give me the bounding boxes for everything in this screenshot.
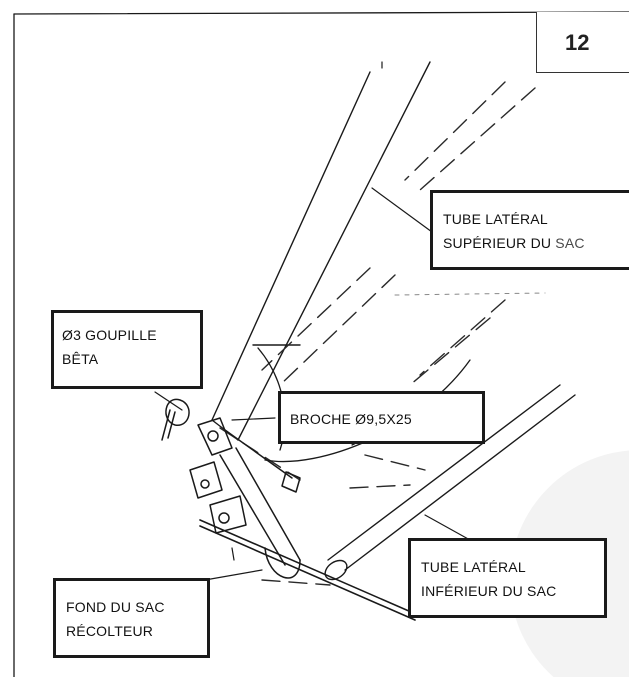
label-text: SAC (555, 235, 585, 251)
label-line: BÊTA (62, 351, 99, 367)
page-frame (13, 11, 629, 677)
figure-number: 12 (536, 12, 629, 73)
hinge-bracket (189, 417, 301, 579)
label-line: RÉCOLTEUR (66, 623, 154, 639)
label-beta-pin: Ø3 GOUPILLE BÊTA (51, 310, 203, 389)
label-text: SUPÉRIEUR DU (443, 235, 556, 251)
label-line: SUPÉRIEUR DU SAC (443, 231, 629, 255)
ref-line (394, 292, 546, 296)
upper-side-tube (211, 61, 431, 441)
lower-side-tube (324, 384, 576, 581)
tick-marks (231, 61, 383, 561)
label-lower-side-tube: TUBE LATÉRAL INFÉRIEUR DU SAC (408, 538, 607, 618)
label-line: FOND DU SAC (66, 599, 165, 615)
leader-lines (154, 187, 471, 581)
label-line: Ø3 GOUPILLE (62, 327, 157, 343)
label-line: TUBE LATÉRAL (421, 559, 526, 575)
label-bag-bottom: FOND DU SAC RÉCOLTEUR (53, 578, 210, 658)
pin (224, 429, 301, 493)
bag-bottom (199, 519, 419, 621)
label-upper-side-tube: TUBE LATÉRAL SUPÉRIEUR DU SAC (430, 190, 629, 270)
label-line: BROCHE Ø9,5X25 (290, 411, 412, 427)
dashed-guides (219, 81, 536, 586)
label-pin: BROCHE Ø9,5X25 (278, 391, 485, 444)
label-line: TUBE LATÉRAL (443, 211, 548, 227)
label-line: INFÉRIEUR DU SAC (421, 583, 557, 599)
